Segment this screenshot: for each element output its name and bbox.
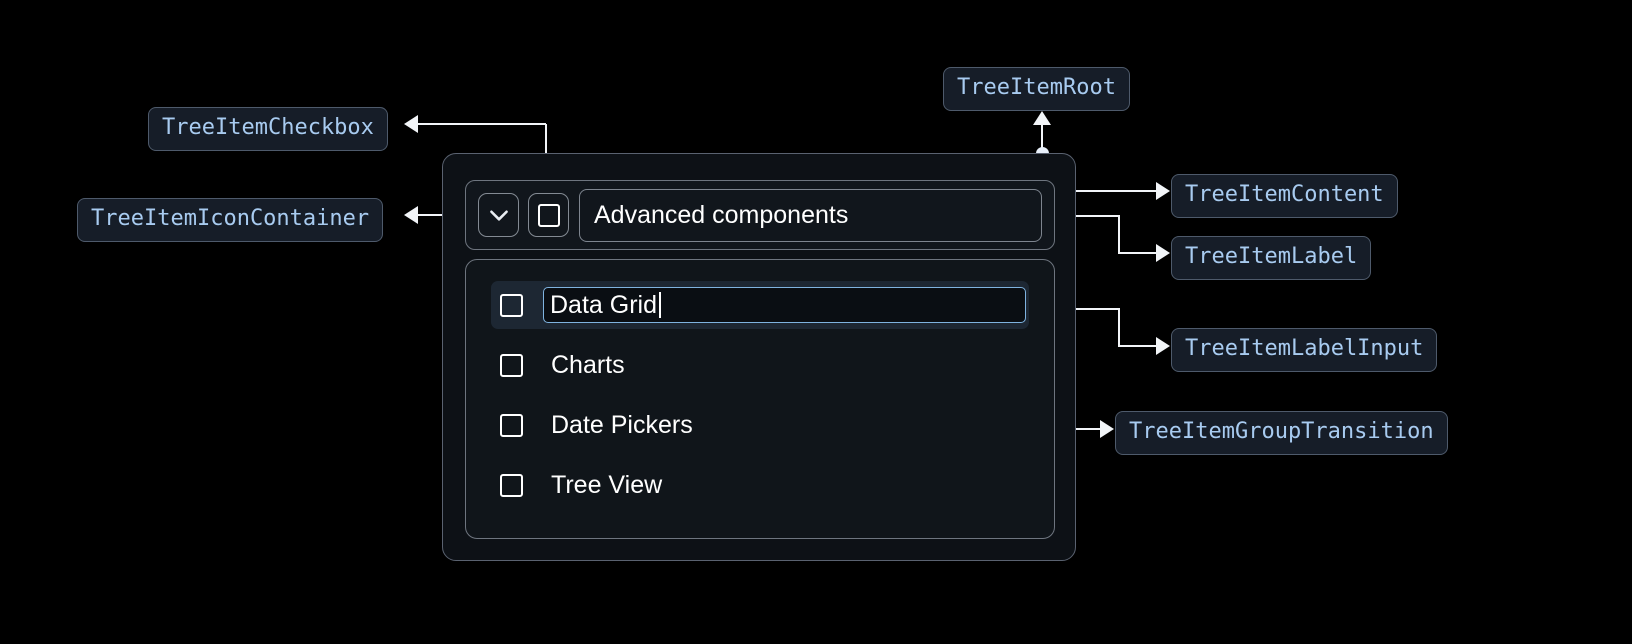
connector-line-label-input-vertical <box>1118 308 1120 347</box>
chevron-down-icon <box>489 210 508 221</box>
tree-item-root[interactable]: Advanced components Data Grid Charts Dat… <box>442 153 1076 561</box>
tree-item-row-data-grid[interactable]: Data Grid <box>491 281 1029 329</box>
connector-line-label-vertical <box>1118 215 1120 254</box>
connector-line-label-horizontal-top <box>1046 215 1120 217</box>
tree-item-group-transition: Data Grid Charts Date Pickers Tree View <box>465 259 1055 539</box>
annotation-chip-tree-item-checkbox: TreeItemCheckbox <box>148 107 388 151</box>
connector-arrow-checkbox <box>404 115 418 133</box>
connector-arrow-content <box>1156 182 1170 200</box>
connector-line-checkbox-horizontal <box>418 123 546 125</box>
tree-item-checkbox-date-pickers[interactable] <box>500 413 523 437</box>
tree-item-label-input-value: Data Grid <box>550 290 657 319</box>
tree-item-label[interactable]: Advanced components <box>579 188 1042 242</box>
connector-arrow-root <box>1033 111 1051 125</box>
tree-item-row-date-pickers[interactable]: Date Pickers <box>491 401 1029 449</box>
connector-line-label-input-horizontal-bottom <box>1118 345 1160 347</box>
connector-arrow-icon-container <box>404 206 418 224</box>
tree-item-row-tree-view[interactable]: Tree View <box>491 461 1029 509</box>
annotation-chip-tree-item-root: TreeItemRoot <box>943 67 1130 111</box>
connector-line-label-input-horizontal-top <box>1046 308 1120 310</box>
tree-item-checkbox-data-grid[interactable] <box>500 293 523 317</box>
connector-line-label-horizontal-bottom <box>1118 252 1160 254</box>
tree-item-row-charts[interactable]: Charts <box>491 341 1029 389</box>
connector-line-root-vertical <box>1041 124 1043 156</box>
connector-line-group-transition <box>1057 428 1105 430</box>
annotation-chip-tree-item-label-input: TreeItemLabelInput <box>1171 328 1438 372</box>
tree-item-label-charts: Charts <box>551 350 625 379</box>
tree-item-label-text: Advanced components <box>594 200 849 229</box>
tree-item-checkbox-charts[interactable] <box>500 353 523 377</box>
connector-arrow-group-transition <box>1100 420 1114 438</box>
tree-item-checkbox-tree-view[interactable] <box>500 473 523 497</box>
tree-item-checkbox[interactable] <box>528 193 569 237</box>
connector-arrow-label <box>1156 244 1170 262</box>
annotation-chip-tree-item-icon-container: TreeItemIconContainer <box>77 198 384 242</box>
annotation-chip-tree-item-content: TreeItemContent <box>1171 174 1398 218</box>
checkbox-square-icon <box>537 203 560 227</box>
tree-item-label-date-pickers: Date Pickers <box>551 410 693 439</box>
annotation-chip-tree-item-label: TreeItemLabel <box>1171 236 1372 280</box>
text-caret <box>658 292 661 318</box>
tree-item-content[interactable]: Advanced components <box>465 180 1055 250</box>
tree-item-icon-container[interactable] <box>478 193 519 237</box>
connector-line-content <box>1057 190 1160 192</box>
connector-arrow-label-input <box>1156 337 1170 355</box>
tree-item-label-tree-view: Tree View <box>551 470 663 499</box>
annotation-chip-tree-item-group-transition: TreeItemGroupTransition <box>1115 411 1448 455</box>
tree-item-label-input[interactable]: Data Grid <box>543 287 1026 323</box>
